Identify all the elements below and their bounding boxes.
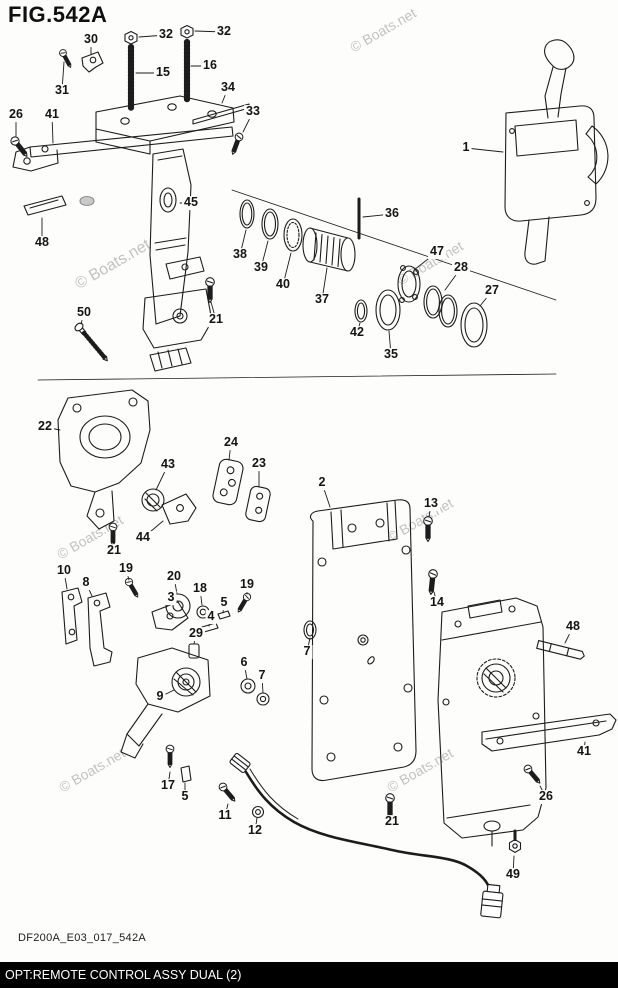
part-number-label: 29 <box>187 626 205 641</box>
part-number-label: 39 <box>252 260 270 275</box>
part-number-label: 32 <box>215 24 233 39</box>
mount-plate-art <box>309 499 440 782</box>
caption-bar: OPT:REMOTE CONTROL ASSY DUAL (2) <box>0 962 618 988</box>
part-number-label: 12 <box>246 823 264 838</box>
part-number-label: 4 <box>205 609 217 624</box>
part-number-label: 21 <box>383 814 401 829</box>
side-housing-art <box>437 597 617 853</box>
part-number-label: 3 <box>165 590 177 605</box>
part-number-label: 18 <box>191 581 209 596</box>
clamp-bracket-art <box>57 389 151 548</box>
part-number-label: 1 <box>460 140 472 155</box>
part-number-label: 48 <box>33 235 51 250</box>
section-divider-lines <box>37 189 557 381</box>
part-number-label: 21 <box>207 312 225 327</box>
part-number-label: 17 <box>159 778 177 793</box>
part-number-label: 47 <box>428 244 446 259</box>
part-number-label: 48 <box>564 619 582 634</box>
control-cable-art <box>229 752 504 919</box>
part-number-label: 11 <box>216 808 234 823</box>
part-number-label: 7 <box>301 644 313 659</box>
part-number-label: 22 <box>36 419 54 434</box>
part-number-label: 19 <box>238 577 256 592</box>
part-number-label: 43 <box>159 457 177 472</box>
part-number-label: 32 <box>157 27 175 42</box>
part-number-label: 50 <box>75 305 93 320</box>
part-number-label: 15 <box>154 65 172 80</box>
part-number-label: 19 <box>117 561 135 576</box>
part-number-label: 35 <box>382 347 400 362</box>
part-number-label: 41 <box>575 744 593 759</box>
part-number-label: 23 <box>250 456 268 471</box>
part-number-label: 33 <box>244 104 262 119</box>
part-number-label: 7 <box>256 668 268 683</box>
part-number-label: 26 <box>7 107 25 122</box>
part-number-label: 5 <box>218 595 230 610</box>
leader-line <box>465 147 504 153</box>
part-number-label: 28 <box>452 260 470 275</box>
part-number-label: 45 <box>182 195 200 210</box>
part-number-label: 14 <box>428 595 446 610</box>
part-number-label: 38 <box>231 247 249 262</box>
part-number-label: 27 <box>483 283 501 298</box>
part-number-label: 40 <box>274 277 292 292</box>
part-number-label: 13 <box>422 496 440 511</box>
part-number-label: 16 <box>201 58 219 73</box>
mounting-bracket-art <box>7 24 250 372</box>
part-number-label: 36 <box>383 206 401 221</box>
caption-text: OPT:REMOTE CONTROL ASSY DUAL (2) <box>5 968 242 982</box>
part-number-label: 34 <box>219 80 237 95</box>
drawing-code: DF200A_E03_017_542A <box>18 932 147 944</box>
part-number-label: 41 <box>43 107 61 122</box>
part-number-label: 5 <box>179 789 191 804</box>
part-number-label: 24 <box>222 435 240 450</box>
part-number-label: 8 <box>80 575 92 590</box>
part-number-label: 10 <box>55 563 73 578</box>
part-number-label: 6 <box>238 655 250 670</box>
part-number-label: 30 <box>82 32 100 47</box>
figure-title: FIG.542A <box>8 2 108 27</box>
part-number-label: 21 <box>105 543 123 558</box>
part-number-label: 31 <box>53 83 71 98</box>
part-number-label: 2 <box>316 475 328 490</box>
part-number-label: 42 <box>348 325 366 340</box>
part-number-label: 44 <box>134 530 152 545</box>
part-number-label: 49 <box>504 867 522 882</box>
part-number-label: 26 <box>537 789 555 804</box>
part-number-label: 37 <box>313 292 331 307</box>
shaft-assembly-art <box>239 197 488 348</box>
part-number-label: 20 <box>165 569 183 584</box>
remote-control-art <box>504 39 609 265</box>
pivot-parts-art <box>61 458 397 821</box>
part-number-label: 9 <box>154 689 166 704</box>
